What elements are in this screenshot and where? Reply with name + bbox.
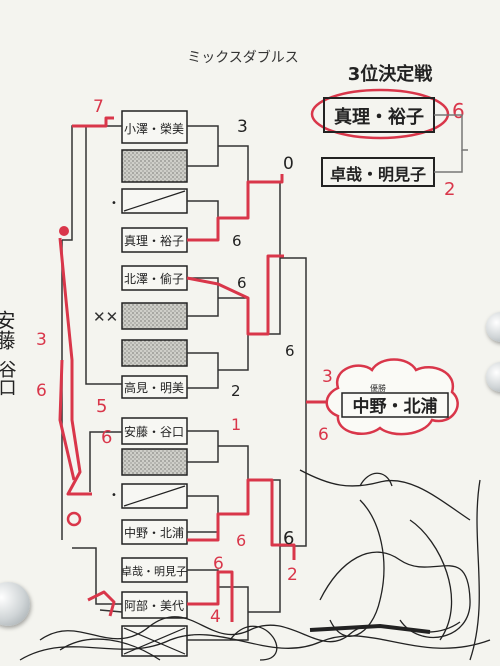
entry-name: 卓哉・明見子 [121,564,187,578]
score: 7 [93,97,104,117]
entry-box [121,227,188,253]
champion-cloud: 優勝 中野・北浦 3 6 [318,358,459,445]
third-place-winner-circle [310,88,450,140]
dot-mark: • [111,198,117,209]
left-score-1: 3 [36,330,47,350]
score: 4 [210,607,221,627]
title: ミックスダブルス [187,49,299,66]
dot-mark: • [111,490,117,501]
bye-box [121,302,188,330]
left-name-2: 谷口 [0,360,17,396]
entry-box [121,265,188,291]
pushpin-right-bottom [486,362,500,392]
bracket-scores: 7 3 0 6 6 6 2 5 6 1 6 6 2 6 4 [93,97,298,627]
score: 5 [96,396,107,417]
champion-score-bottom: 6 [318,425,329,445]
third-place-bottom-pair: 卓哉・明見子 [330,165,426,184]
entry-name: 阿部・美代 [124,598,184,613]
third-place-top-score: 6 [452,99,465,123]
score: 2 [287,565,298,585]
entry-box [121,110,188,144]
score: 0 [283,154,294,174]
pen-scribbles [19,469,491,661]
entry-box [121,375,188,399]
cross-line [123,627,186,655]
entry-name: 中野・北浦 [124,525,184,540]
entry-name: 真理・裕子 [124,233,184,248]
bye-box [121,339,188,367]
champion-label: 優勝 [370,383,386,393]
red-dot-mark [59,226,69,236]
score: 6 [283,528,294,549]
entry-name: 安藤・谷口 [124,424,184,439]
strike-line [123,190,186,212]
winner-paths [58,116,340,622]
left-name-1: 安藤 [0,310,16,350]
score: 6 [232,232,242,250]
third-place-heading: 3位決定戦 [348,63,434,85]
entry-name: 小澤・榮美 [124,122,184,136]
champion-name: 中野・北浦 [353,396,438,417]
third-place-top-pair: 真理・裕子 [334,106,424,128]
entry-name: 北澤・偷子 [124,271,184,286]
third-place-bottom-score: 2 [444,179,455,200]
score: 6 [101,427,112,448]
score: 6 [285,342,295,360]
entry-name: 高見・明美 [124,380,184,395]
left-score-2: 6 [36,381,47,401]
score: 6 [213,554,224,574]
third-place-connector [434,114,468,151]
pushpin-right-top [486,312,500,342]
entry-boxes: 小澤・榮美 真理・裕子 北澤・偷子 高見・明美 安藤・谷口 中野・北浦 卓哉・明… [121,110,188,657]
entry-box [121,417,188,445]
score: 6 [236,531,246,550]
entry-box [121,557,188,583]
x-mark: ✕✕ [93,308,118,326]
bye-box [121,448,188,476]
red-circle-mark [66,511,82,527]
score: 2 [231,382,241,400]
strike-line [123,485,186,507]
bye-box [121,149,188,183]
champion-box [341,392,449,418]
champion-score-top: 3 [322,367,333,387]
score: 1 [231,415,241,434]
score: 6 [237,274,247,292]
third-place-connector-2 [434,150,463,173]
score: 3 [237,117,248,137]
